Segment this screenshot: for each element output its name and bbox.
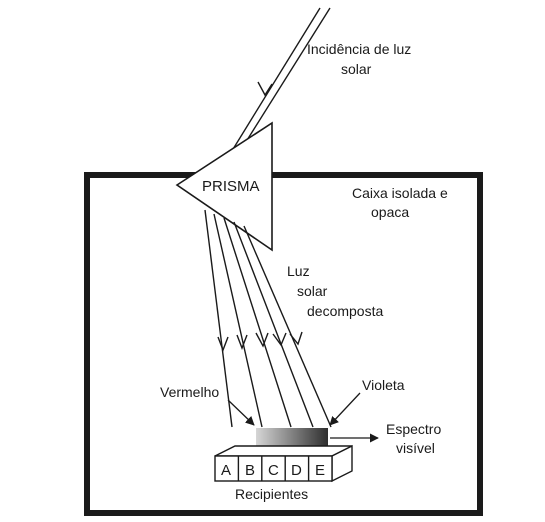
containers-row: [214, 444, 353, 483]
spectrum-label-line1: Espectro: [386, 421, 441, 437]
red-pointer-arrow: [227, 399, 255, 426]
insulated-box: [84, 172, 483, 516]
box-label-line2: opaca: [371, 204, 409, 220]
prism-label: PRISMA: [202, 178, 260, 195]
incidence-label-line1: Incidência de luz: [307, 41, 411, 57]
container-d-label: D: [291, 462, 302, 479]
container-c-label: C: [268, 462, 279, 479]
container-a-label: A: [221, 462, 231, 479]
containers-label: Recipientes: [235, 486, 308, 502]
decomposed-label-line2: solar: [297, 283, 328, 299]
ray-arrowheads: [217, 331, 303, 352]
violet-pointer-arrow: [329, 392, 361, 426]
red-label: Vermelho: [160, 384, 219, 400]
decomposed-rays: [204, 209, 332, 428]
spectrum-label-line2: visível: [396, 440, 435, 456]
violet-label: Violeta: [362, 377, 405, 393]
container-e-label: E: [315, 462, 325, 479]
container-b-label: B: [245, 462, 255, 479]
box-label-line1: Caixa isolada e: [352, 185, 448, 201]
decomposed-label-line3: decomposta: [307, 303, 383, 319]
prism: [175, 121, 273, 252]
decomposed-label-line1: Luz: [287, 263, 310, 279]
incidence-label-line2: solar: [341, 61, 372, 77]
visible-spectrum-bar: [256, 428, 328, 448]
container-labels: A B C D E: [221, 462, 325, 479]
